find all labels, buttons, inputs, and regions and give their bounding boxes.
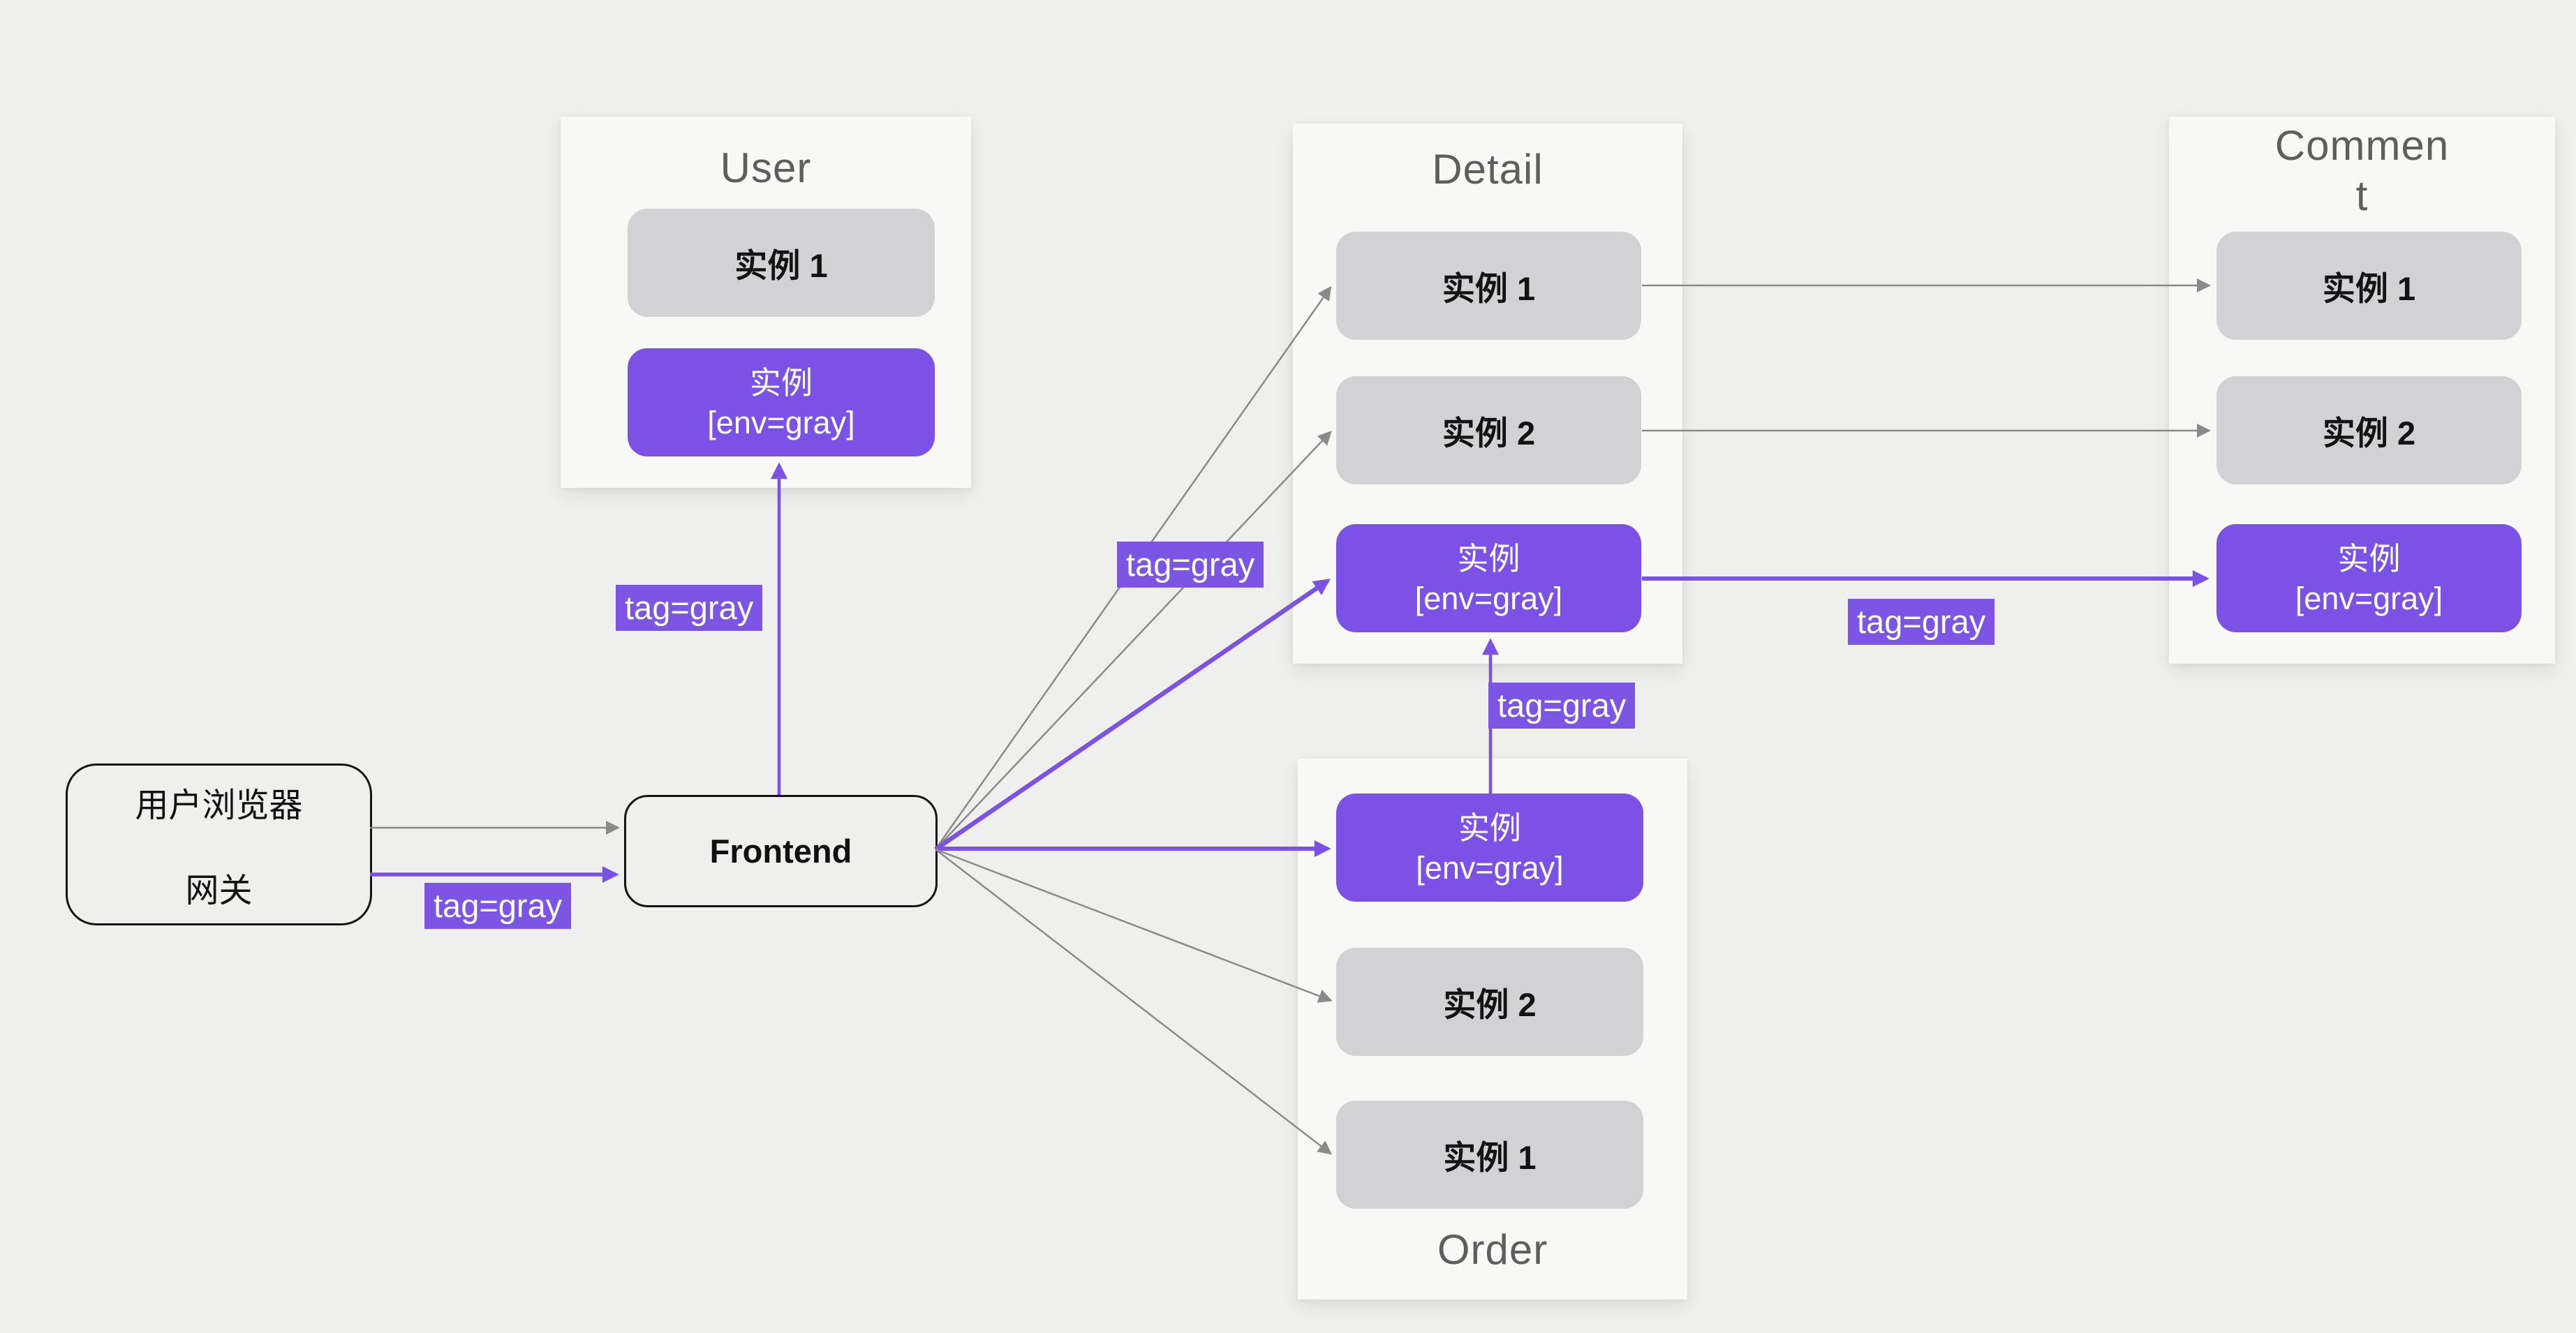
service-panel-comment: Commen t 实例 1 实例 2 实例 [env=gray] xyxy=(2169,117,2555,664)
edge-frontend-detail-gray xyxy=(934,579,1331,851)
edge-frontend-order-2 xyxy=(935,848,1333,1003)
instance-comment-1: 实例 1 xyxy=(2216,232,2522,340)
instance-order-2: 实例 2 xyxy=(1336,948,1643,1056)
frontend-label: Frontend xyxy=(709,833,852,870)
panel-title-user: User xyxy=(720,144,812,191)
panel-title-order: Order xyxy=(1437,1226,1548,1273)
frontend-node: Frontend xyxy=(624,795,938,907)
edge-label-gateway-frontend: tag=gray xyxy=(424,883,572,929)
instance-detail-1: 实例 1 xyxy=(1336,232,1641,340)
instance-label: 实例 2 xyxy=(1442,415,1536,452)
instance-env-tag: [env=gray] xyxy=(2295,580,2443,616)
instance-env-tag: [env=gray] xyxy=(707,404,855,440)
edge-label-frontend-detail: tag=gray xyxy=(1117,542,1264,588)
instance-label: 实例 xyxy=(2337,540,2401,576)
edge-label-frontend-user: tag=gray xyxy=(616,585,763,631)
service-panel-user: User 实例 1 实例 [env=gray] xyxy=(561,117,971,488)
instance-detail-2: 实例 2 xyxy=(1336,376,1641,484)
instance-user-gray-env: 实例 [env=gray] xyxy=(628,348,935,456)
instance-label: 实例 xyxy=(1457,540,1520,576)
instance-env-tag: [env=gray] xyxy=(1414,580,1563,616)
instance-detail-gray-env: 实例 [env=gray] xyxy=(1336,524,1641,632)
edge-frontend-detail-2 xyxy=(935,431,1332,850)
instance-order-1: 实例 1 xyxy=(1336,1101,1643,1209)
instance-label: 实例 xyxy=(749,364,813,401)
gateway-label-line2: 网关 xyxy=(185,872,253,909)
instance-env-tag: [env=gray] xyxy=(1416,849,1564,886)
instance-order-gray-env: 实例 [env=gray] xyxy=(1336,794,1643,902)
service-panel-detail: Detail 实例 1 实例 2 实例 [env=gray] xyxy=(1293,124,1682,664)
gateway-label-line1: 用户浏览器 xyxy=(135,787,303,824)
instance-label: 实例 1 xyxy=(1442,270,1536,307)
edge-label-detail-comment: tag=gray xyxy=(1848,599,1995,645)
instance-comment-gray-env: 实例 [env=gray] xyxy=(2216,524,2522,632)
instance-label: 实例 2 xyxy=(1443,986,1537,1023)
panel-title-detail: Detail xyxy=(1432,146,1544,193)
instance-label: 实例 xyxy=(1458,810,1521,846)
instance-label: 实例 1 xyxy=(1443,1139,1537,1176)
edge-label-order-detail: tag=gray xyxy=(1488,683,1636,729)
panel-title-comment: Commen t xyxy=(2274,122,2450,219)
service-panel-order: 实例 [env=gray] 实例 2 实例 1 Order xyxy=(1298,759,1687,1300)
instance-label: 实例 2 xyxy=(2322,415,2416,452)
gateway-node: 用户浏览器 网关 xyxy=(66,764,372,925)
instance-user-1: 实例 1 xyxy=(628,209,935,317)
instance-label: 实例 1 xyxy=(2322,270,2416,307)
instance-comment-2: 实例 2 xyxy=(2216,376,2522,484)
edge-frontend-order-1 xyxy=(935,849,1333,1155)
instance-label: 实例 1 xyxy=(734,247,828,284)
